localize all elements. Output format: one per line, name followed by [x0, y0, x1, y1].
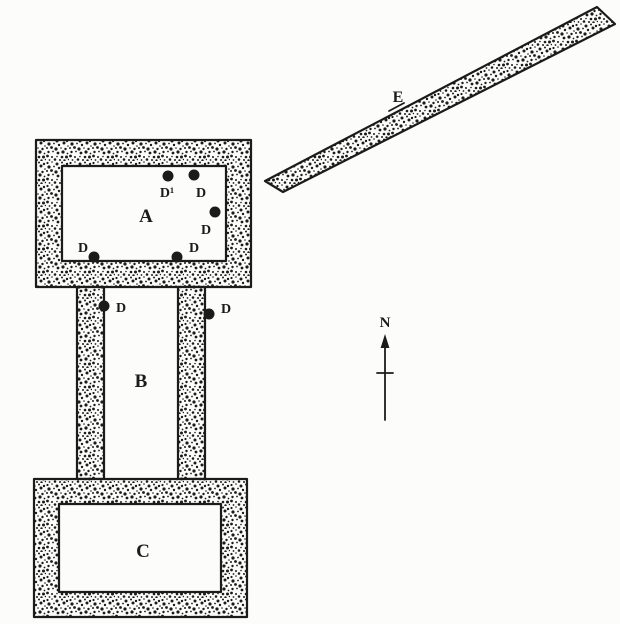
doorway-dot	[88, 251, 100, 263]
room-b-label: B	[135, 371, 148, 392]
doorway-label-d: D	[189, 241, 199, 256]
room-c-label: C	[136, 541, 150, 562]
doorway-label-d: D	[196, 186, 206, 201]
doorway-dot	[209, 206, 221, 218]
doorway-markers: D¹ D D D D D D	[78, 169, 231, 320]
room-a-walls	[34, 138, 253, 289]
north-arrow: N	[376, 315, 394, 421]
north-label: N	[380, 315, 391, 331]
wall-e	[263, 5, 617, 194]
doorway-label-d1: D¹	[160, 186, 174, 201]
doorway-dot	[188, 169, 200, 181]
wall-e-label: E	[393, 89, 404, 106]
north-arrowhead-icon	[380, 334, 390, 348]
doorway-dot	[171, 251, 183, 263]
doorway-dot	[203, 308, 215, 320]
wall-e-label-tick	[388, 102, 405, 112]
room-a-label: A	[139, 206, 153, 227]
corridor-b-right-wall	[176, 285, 207, 481]
doorway-label-d: D	[221, 302, 231, 317]
doorway-label-d: D	[201, 223, 211, 238]
corridor-b-left-wall	[75, 285, 106, 481]
room-c-walls	[32, 477, 249, 619]
doorway-dot	[98, 300, 110, 312]
doorway-label-d: D	[78, 241, 88, 256]
doorway-dot	[162, 170, 174, 182]
doorway-label-d: D	[116, 301, 126, 316]
